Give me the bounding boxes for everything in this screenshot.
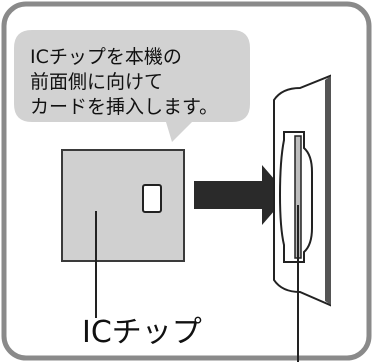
device-edge: [325, 76, 331, 305]
ic-chip-label: ICチップ: [82, 315, 202, 350]
callout-line-3: カードを挿入します。: [30, 96, 218, 118]
callout-bubble: [14, 30, 250, 142]
ic-card: [61, 149, 185, 262]
callout-line-1: ICチップを本機の: [30, 46, 182, 68]
ic-chip: [142, 184, 162, 213]
callout-line-2: 前面側に向けて: [30, 71, 163, 93]
insert-arrow-icon: [194, 165, 288, 225]
card-reader-device: [273, 74, 331, 362]
